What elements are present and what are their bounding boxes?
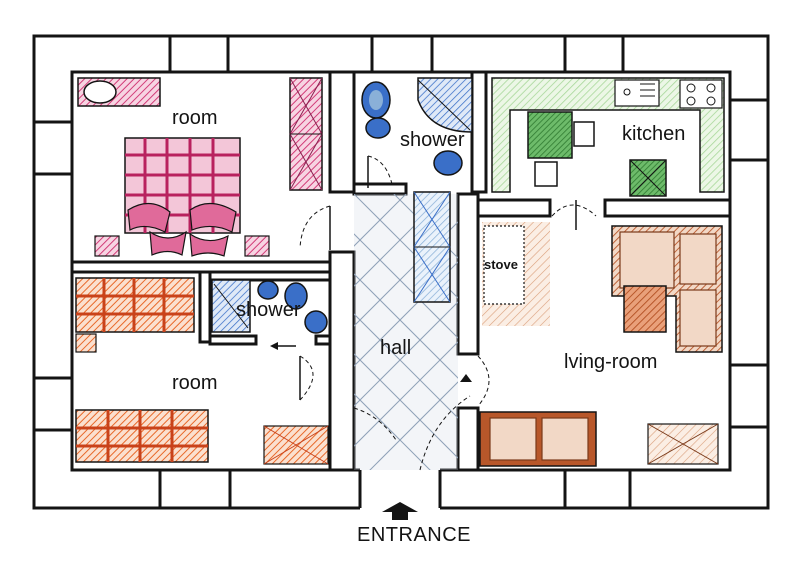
wall-shower-bottom-left [198, 270, 212, 344]
wall-hall-right-lower [456, 406, 480, 472]
nightstand-bottom-room [75, 333, 97, 353]
bidet-top [365, 117, 391, 139]
outer-wall [32, 34, 770, 510]
wall-shower-bottom-bottom [208, 334, 258, 346]
window-left-1 [32, 120, 74, 176]
interior-walls [70, 70, 732, 472]
window-right-2 [728, 363, 770, 429]
kitchen-chair-1 [534, 161, 558, 187]
label-room-bottom: room [172, 372, 218, 394]
kitchen-table [527, 111, 573, 159]
nightstand-right [244, 235, 270, 257]
label-stove: stove [484, 257, 518, 272]
living-room [477, 200, 723, 467]
bed-bottom-room-2 [75, 409, 209, 463]
sink-top [433, 150, 463, 176]
window-bottom-2 [563, 468, 632, 510]
kitchen-chair-2 [573, 121, 595, 147]
wall-shower-bottom-top [198, 270, 332, 282]
label-room-top: room [172, 107, 218, 129]
window-bottom-1 [158, 468, 232, 510]
wall-kitchen-living-left [476, 198, 552, 218]
wall-shower-top-bottom [352, 182, 408, 196]
window-top-2 [370, 34, 434, 74]
bottom-room-furniture [75, 277, 329, 465]
toilet-bottom [284, 282, 308, 310]
kitchen-counter [491, 77, 725, 193]
bidet-bottom [304, 310, 328, 334]
kitchen [491, 77, 725, 197]
label-living-room: lving-room [564, 351, 658, 373]
nightstand-left [94, 235, 120, 257]
wall-kitchen-living-right [603, 198, 732, 218]
window-right-1 [728, 98, 770, 162]
label-shower-top: shower [400, 129, 465, 151]
hall-wardrobe [413, 191, 451, 303]
walls [32, 34, 770, 510]
label-shower-bottom: shower [236, 299, 301, 321]
wall-hall-right-upper [456, 192, 480, 356]
cooktop [679, 79, 723, 109]
label-kitchen: kitchen [622, 123, 686, 145]
wall-left-hall-lower [328, 250, 356, 472]
window-top-1 [168, 34, 230, 74]
window-top-3 [563, 34, 625, 74]
label-entrance: ENTRANCE [357, 524, 472, 546]
sink-bottom [257, 280, 279, 300]
living-rug [623, 285, 667, 333]
top-bathroom [361, 77, 473, 188]
bottom-bathroom [211, 279, 328, 350]
entrance-arrow [382, 502, 418, 520]
wall-shower-top-right [470, 70, 488, 194]
wall-shower-bottom-bottom-r [314, 334, 332, 346]
label-hall: hall [380, 337, 412, 359]
window-left-2 [32, 376, 74, 432]
wall-left-hall-upper [328, 70, 356, 194]
top-room-furniture [77, 77, 323, 257]
